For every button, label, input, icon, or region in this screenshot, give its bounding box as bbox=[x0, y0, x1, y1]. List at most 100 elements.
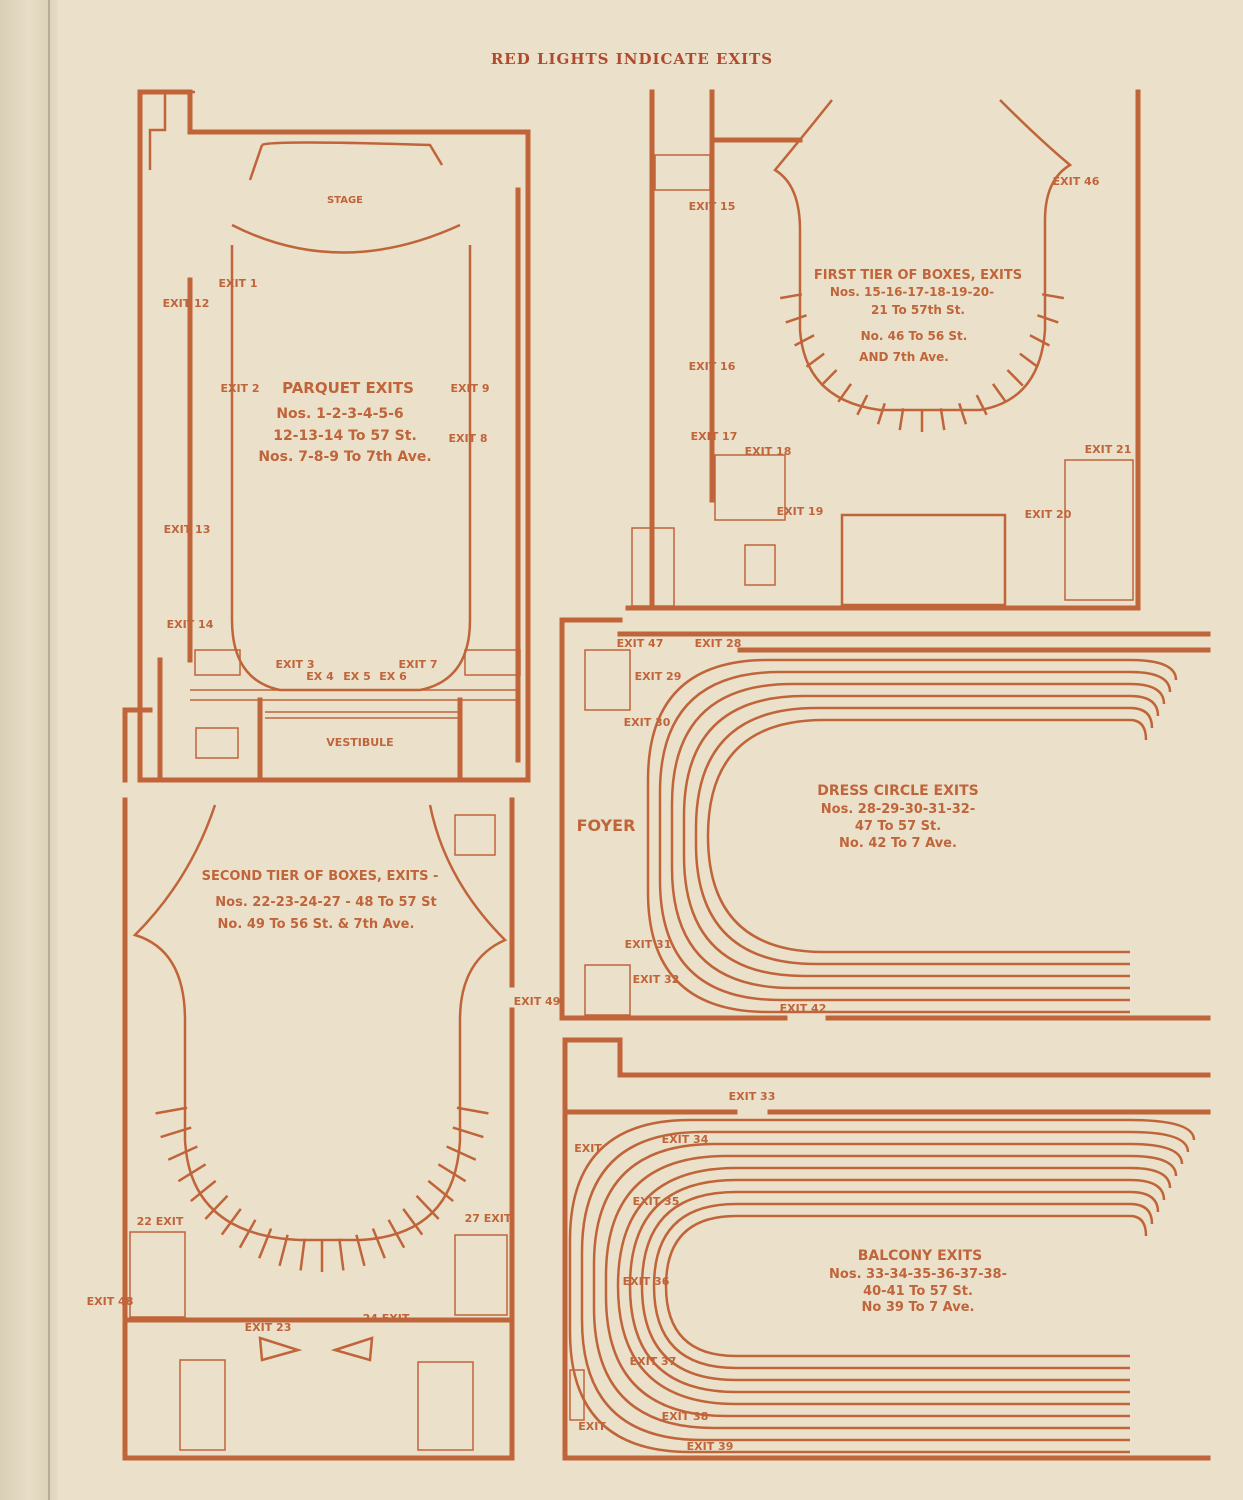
exit-label: EXIT 39 bbox=[687, 1440, 734, 1453]
box-partition bbox=[402, 1208, 424, 1236]
parquet-steps bbox=[190, 689, 520, 719]
dress-circle-stair bbox=[584, 964, 631, 1016]
parquet-line: Nos. 1-2-3-4-5-6 bbox=[276, 406, 403, 422]
box-partition bbox=[299, 1238, 306, 1271]
second-tier-line: No. 49 To 56 St. & 7th Ave. bbox=[218, 917, 415, 932]
first-tier-walls bbox=[625, 89, 1141, 611]
exit-label: EXIT 1 bbox=[218, 277, 257, 290]
exit-label: EXIT 37 bbox=[630, 1355, 677, 1368]
box-partition bbox=[415, 1194, 440, 1220]
box-partition bbox=[991, 383, 1007, 403]
first-tier-line: Nos. 15-16-17-18-19-20- bbox=[830, 285, 994, 299]
box-partition bbox=[975, 394, 988, 416]
box-partition bbox=[856, 394, 869, 416]
box-partition bbox=[155, 1106, 188, 1115]
exit-label: EXIT 47 bbox=[617, 637, 664, 650]
dress-circle-walls bbox=[559, 617, 1211, 1021]
box-partition bbox=[167, 1145, 198, 1161]
parquet-corridor-walls bbox=[157, 187, 521, 783]
aisle-line bbox=[664, 1214, 1130, 1358]
exit-label: EXIT 15 bbox=[689, 200, 736, 213]
box-partition bbox=[898, 408, 905, 431]
aisle-line bbox=[706, 718, 1130, 954]
aisle-line bbox=[1129, 1178, 1166, 1201]
aisle-line bbox=[1129, 706, 1154, 729]
aisle-line bbox=[568, 1118, 1130, 1454]
exit-label: EXIT 35 bbox=[633, 1195, 680, 1208]
exit-label: EXIT 31 bbox=[625, 938, 672, 951]
box-partition bbox=[190, 1179, 217, 1203]
parquet-wall bbox=[148, 90, 195, 170]
box-partition bbox=[1041, 293, 1065, 300]
second-tier-plan: SECOND TIER OF BOXES, EXITS - Nos. 22-23… bbox=[87, 797, 560, 1461]
balcony-stair bbox=[569, 1369, 585, 1421]
aisle-line bbox=[1129, 1154, 1178, 1177]
second-tier-horseshoe bbox=[132, 804, 508, 1242]
box-partition bbox=[446, 1145, 477, 1161]
exit-label: EX 4 bbox=[306, 670, 334, 683]
box-partition bbox=[220, 1208, 242, 1236]
box-partition bbox=[785, 314, 807, 324]
first-tier-stair bbox=[631, 527, 675, 607]
exit-label: EXIT 33 bbox=[729, 1090, 776, 1103]
exit-label: EXIT 28 bbox=[695, 637, 742, 650]
exit-label: EXIT 9 bbox=[450, 382, 489, 395]
parquet-stair bbox=[195, 727, 239, 759]
aisle-line bbox=[1129, 718, 1148, 741]
box-partition bbox=[456, 1106, 489, 1115]
first-tier-line: AND 7th Ave. bbox=[859, 350, 949, 364]
parquet-line: 12-13-14 To 57 St. bbox=[273, 428, 417, 444]
box-partition bbox=[779, 293, 803, 300]
dress-circle-line: 47 To 57 St. bbox=[855, 819, 941, 834]
first-tier-stair bbox=[744, 544, 776, 586]
balcony-line: No 39 To 7 Ave. bbox=[862, 1300, 975, 1315]
first-tier-plan: FIRST TIER OF BOXES, EXITS Nos. 15-16-17… bbox=[625, 89, 1141, 611]
parquet-plan: STAGE VESTIBULE PARQUET EXITS Nos. 1-2-3… bbox=[122, 89, 531, 783]
exit-label: EXIT 7 bbox=[398, 658, 437, 671]
exit-label: EXIT 38 bbox=[662, 1410, 709, 1423]
exit-label: EX 5 bbox=[343, 670, 370, 683]
box-partition bbox=[837, 383, 853, 403]
aisle-line bbox=[1129, 1190, 1160, 1213]
second-tier-walls bbox=[122, 797, 515, 1461]
second-tier-stair bbox=[129, 1231, 186, 1318]
exit-label: EXIT 12 bbox=[163, 297, 210, 310]
aisle-line bbox=[580, 1130, 1130, 1442]
exit-label: EXIT 19 bbox=[777, 505, 824, 518]
second-tier-stair bbox=[417, 1361, 474, 1451]
balcony-plan: BALCONY EXITS Nos. 33-34-35-36-37-38- 40… bbox=[562, 1037, 1211, 1461]
aisle-line bbox=[1129, 1130, 1190, 1153]
exit-label: EX 6 bbox=[379, 670, 407, 683]
first-tier-stair bbox=[714, 454, 786, 521]
balcony-aisles bbox=[568, 1118, 1196, 1454]
second-tier-stair bbox=[179, 1359, 226, 1451]
dress-circle-line: No. 42 To 7 Ave. bbox=[839, 836, 957, 851]
second-tier-line: Nos. 22-23-24-27 - 48 To 57 St bbox=[215, 895, 436, 910]
aisle-line bbox=[646, 658, 1130, 1014]
first-tier-line: 21 To 57th St. bbox=[871, 303, 965, 317]
box-partition bbox=[794, 334, 815, 347]
aisle-line bbox=[670, 682, 1130, 990]
exit-label: EXIT 30 bbox=[624, 716, 671, 729]
box-partition bbox=[355, 1234, 366, 1267]
exit-label: EXIT 46 bbox=[1053, 175, 1100, 188]
stage-outline bbox=[231, 141, 461, 254]
aisle-line bbox=[1129, 1202, 1154, 1225]
exit-label: EXIT 23 bbox=[245, 1321, 292, 1334]
exit-label: EXIT 8 bbox=[448, 432, 487, 445]
second-tier-stair bbox=[454, 1234, 508, 1316]
box-partition bbox=[204, 1194, 229, 1220]
exit-label: EXIT 16 bbox=[689, 360, 736, 373]
second-tier-exit-markers bbox=[258, 1336, 374, 1362]
aisle-line bbox=[1129, 1214, 1148, 1237]
aisle-line bbox=[628, 1178, 1130, 1394]
aisle-line bbox=[640, 1190, 1130, 1382]
box-partition bbox=[371, 1228, 386, 1259]
aisle-line bbox=[658, 670, 1130, 1002]
box-partition bbox=[876, 402, 886, 425]
first-tier-line: No. 46 To 56 St. bbox=[861, 329, 968, 343]
exit-label: EXIT bbox=[578, 1420, 606, 1433]
box-partition bbox=[338, 1238, 345, 1271]
exit-label: EXIT 14 bbox=[167, 618, 214, 631]
